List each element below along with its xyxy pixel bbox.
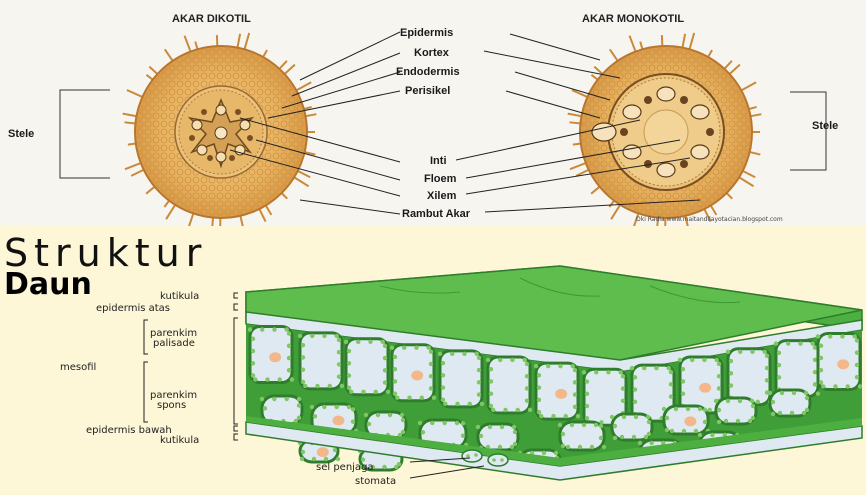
spongy-cell	[768, 390, 810, 416]
label-stele-right: Stele	[812, 120, 838, 132]
label-kutikula-top: kutikula	[160, 291, 199, 302]
leaf-structure-panel: Struktur Daun	[0, 226, 866, 495]
label-stele-left: Stele	[8, 128, 34, 140]
palisade-cell	[726, 349, 772, 405]
image-credit: Oki Radia www.maitandilayotacian.blogspo…	[636, 216, 783, 223]
title-dicot-root: AKAR DIKOTIL	[172, 13, 251, 25]
palisade-cell	[816, 333, 862, 389]
label-endodermis: Endodermis	[396, 66, 460, 78]
palisade-cell	[344, 339, 390, 395]
spongy-cell	[714, 398, 756, 424]
label-parenkim-palisade-2: palisade	[153, 338, 195, 349]
label-kortex: Kortex	[414, 47, 450, 59]
palisade-cell	[248, 327, 294, 383]
label-perisikel: Perisikel	[405, 85, 450, 97]
palisade-cell	[298, 333, 344, 389]
label-epidermis-atas: epidermis atas	[96, 303, 170, 314]
palisade-cell	[486, 357, 532, 413]
title-monocot-root: AKAR MONOKOTIL	[582, 13, 684, 25]
stele-bracket-left	[60, 90, 110, 178]
label-rambut-akar: Rambut Akar	[402, 208, 471, 220]
spongy-cell	[610, 414, 652, 440]
label-parenkim-spons-2: spons	[157, 400, 186, 411]
label-inti: Inti	[430, 155, 447, 167]
monocot-pith	[644, 110, 688, 154]
label-sel-penjaga: sel penjaga	[316, 462, 374, 473]
label-mesofil: mesofil	[60, 362, 96, 373]
spongy-cell	[476, 424, 518, 450]
palisade-cell	[534, 363, 580, 419]
label-kutikula-bottom: kutikula	[160, 435, 199, 446]
label-epidermis-bawah: epidermis bawah	[86, 425, 172, 436]
dicot-root-section	[123, 33, 317, 226]
root-diagram: AKAR DIKOTIL AKAR MONOKOTIL Epidermis Ko…	[0, 0, 866, 226]
palisade-cell	[390, 345, 436, 401]
leaf-diagram: Struktur Daun	[0, 226, 866, 495]
label-xilem: Xilem	[427, 190, 457, 202]
spongy-cell	[662, 406, 710, 434]
root-cross-section-panel: AKAR DIKOTIL AKAR MONOKOTIL Epidermis Ko…	[0, 0, 866, 226]
label-stomata: stomata	[355, 476, 396, 487]
palisade-cell	[774, 341, 820, 397]
spongy-cell	[558, 422, 606, 450]
label-floem: Floem	[424, 173, 457, 185]
palisade-cell	[438, 351, 484, 407]
label-epidermis: Epidermis	[400, 27, 453, 39]
title-daun: Daun	[4, 267, 92, 302]
